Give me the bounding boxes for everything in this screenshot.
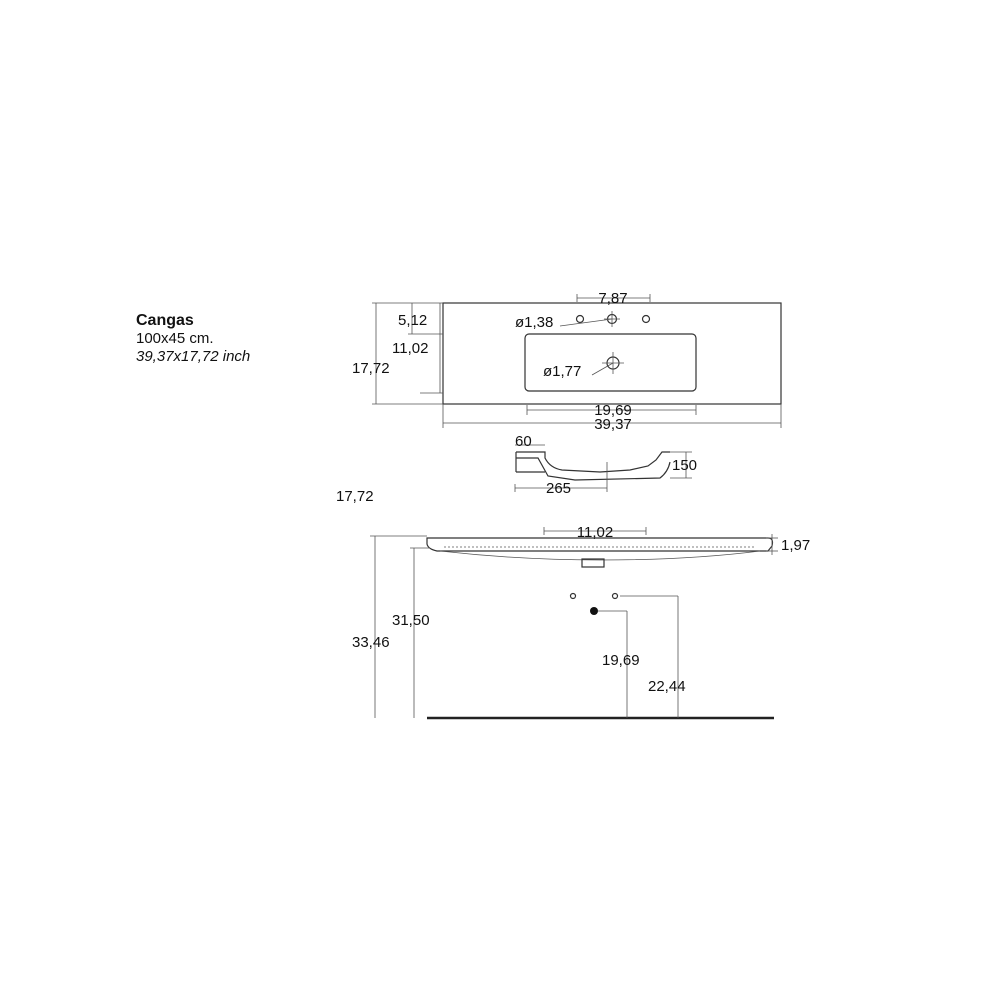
label-height: 150	[672, 457, 697, 474]
product-size-cm: 100x45 cm.	[136, 330, 214, 347]
label-thickness: 1,97	[781, 537, 810, 554]
label-depth-note: 17,72	[336, 488, 374, 505]
label-rim: 60	[515, 433, 532, 450]
drain-point	[590, 607, 598, 615]
basin-outline	[442, 302, 782, 405]
label-center-spacing: 11,02	[577, 524, 613, 541]
supply-right	[611, 592, 619, 600]
front-view: 17,72 11,02 1,97 31,50 33,46 19,69	[336, 488, 810, 720]
product-info: Cangas 100x45 cm. 39,37x17,72 inch	[136, 312, 250, 366]
label-bottom-height: 31,50	[392, 612, 430, 629]
label-drain-diameter: ø1,77	[543, 363, 581, 380]
tap-hole-left	[575, 314, 585, 324]
label-drain-height: 19,69	[602, 652, 640, 669]
tap-hole-right	[641, 314, 651, 324]
label-edge-to-taps: 5,12	[398, 312, 427, 329]
top-view: 7,87 ø1,38 ø1,77 5,12 11,02 17,72 19,69 …	[352, 290, 782, 433]
supply-left	[569, 592, 577, 600]
bowl-outline	[524, 333, 697, 392]
label-tap-hole-diameter: ø1,38	[515, 314, 553, 331]
label-total-depth: 17,72	[352, 360, 390, 377]
label-supply-height: 22,44	[648, 678, 686, 695]
section-view: 60 150 265	[514, 433, 697, 497]
label-tap-spacing: 7,87	[598, 290, 627, 307]
label-edge-to-bowl: 11,02	[392, 340, 428, 357]
label-bowl-width: 19,69	[594, 402, 632, 419]
label-bowl-depth: 265	[546, 480, 571, 497]
product-size-inch: 39,37x17,72 inch	[136, 348, 251, 365]
label-top-height: 33,46	[352, 634, 390, 651]
product-name: Cangas	[136, 312, 194, 329]
label-total-width: 39,37	[594, 416, 632, 433]
drain-trap	[581, 558, 605, 568]
